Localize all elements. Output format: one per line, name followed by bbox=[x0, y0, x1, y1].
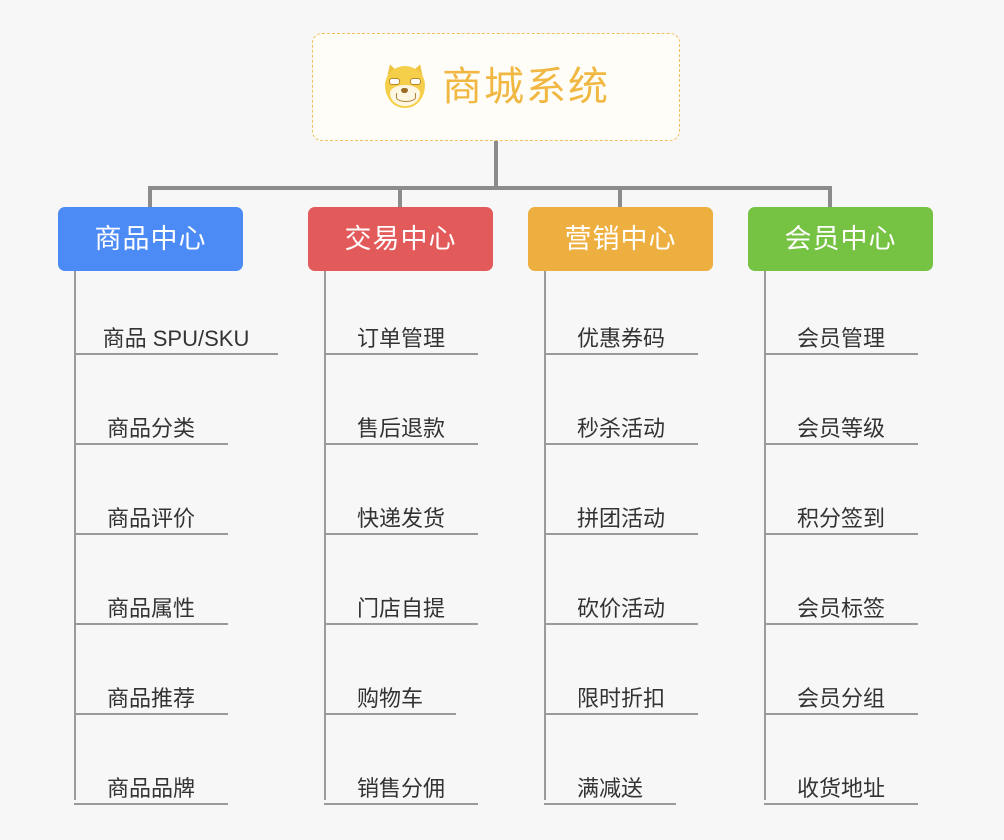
leaf-item[interactable]: 会员等级 bbox=[764, 415, 918, 445]
leaf-item-label: 快递发货 bbox=[356, 506, 445, 531]
leaf-item[interactable]: 快递发货 bbox=[324, 505, 478, 535]
leaf-item-label: 积分签到 bbox=[796, 506, 885, 531]
connector-drop-1 bbox=[148, 186, 152, 207]
connector-drop-3 bbox=[618, 186, 622, 207]
dog-nose-icon bbox=[401, 88, 408, 93]
leaf-item-label: 商品分类 bbox=[106, 416, 195, 441]
leaf-item[interactable]: 销售分佣 bbox=[324, 775, 478, 805]
leaf-item[interactable]: 秒杀活动 bbox=[544, 415, 698, 445]
leaf-item[interactable]: 订单管理 bbox=[324, 325, 478, 355]
leaf-item[interactable]: 会员管理 bbox=[764, 325, 918, 355]
leaf-item-label: 优惠券码 bbox=[576, 326, 665, 351]
leaf-item-label: 销售分佣 bbox=[356, 776, 445, 801]
leaf-item[interactable]: 会员分组 bbox=[764, 685, 918, 715]
leaf-item-label: 拼团活动 bbox=[576, 506, 665, 531]
leaf-item-label: 满减送 bbox=[576, 776, 643, 801]
leaf-item[interactable]: 门店自提 bbox=[324, 595, 478, 625]
leaf-item-label: 门店自提 bbox=[356, 596, 445, 621]
leaf-item-label: 会员管理 bbox=[796, 326, 885, 351]
dog-eye-right-icon bbox=[410, 78, 421, 85]
leaf-item-label: 限时折扣 bbox=[576, 686, 665, 711]
leaf-item[interactable]: 积分签到 bbox=[764, 505, 918, 535]
leaf-item[interactable]: 拼团活动 bbox=[544, 505, 698, 535]
leaf-item-label: 会员等级 bbox=[796, 416, 885, 441]
leaf-item-label: 商品品牌 bbox=[106, 776, 195, 801]
leaf-item[interactable]: 商品品牌 bbox=[74, 775, 228, 805]
leaf-spine bbox=[74, 271, 76, 800]
leaf-item[interactable]: 商品 SPU/SKU bbox=[74, 325, 278, 355]
dog-eye-left-icon bbox=[389, 78, 400, 85]
leaf-item[interactable]: 优惠券码 bbox=[544, 325, 698, 355]
leaf-item[interactable]: 商品属性 bbox=[74, 595, 228, 625]
leaf-item[interactable]: 砍价活动 bbox=[544, 595, 698, 625]
leaf-item[interactable]: 商品分类 bbox=[74, 415, 228, 445]
category-box-marketing[interactable]: 营销中心 bbox=[528, 207, 713, 271]
leaf-spine bbox=[764, 271, 766, 800]
leaf-item[interactable]: 商品评价 bbox=[74, 505, 228, 535]
root-node-mall-system[interactable]: 商城系统 bbox=[312, 33, 680, 141]
leaf-item-label: 购物车 bbox=[356, 686, 423, 711]
leaf-item[interactable]: 收货地址 bbox=[764, 775, 918, 805]
leaf-spine bbox=[544, 271, 546, 800]
leaf-item-label: 商品属性 bbox=[106, 596, 195, 621]
leaf-item[interactable]: 购物车 bbox=[324, 685, 456, 715]
category-label: 交易中心 bbox=[344, 223, 457, 254]
connector-root-stem bbox=[494, 141, 498, 186]
leaf-spine bbox=[324, 271, 326, 800]
leaf-item-label: 商品推荐 bbox=[106, 686, 195, 711]
leaf-item-label: 商品 SPU/SKU bbox=[102, 326, 250, 351]
leaf-item[interactable]: 会员标签 bbox=[764, 595, 918, 625]
leaf-item-label: 会员标签 bbox=[796, 596, 885, 621]
leaf-item[interactable]: 满减送 bbox=[544, 775, 676, 805]
category-box-trade[interactable]: 交易中心 bbox=[308, 207, 493, 271]
leaf-item-label: 秒杀活动 bbox=[576, 416, 665, 441]
category-label: 商品中心 bbox=[94, 223, 207, 254]
category-label: 会员中心 bbox=[784, 223, 897, 254]
leaf-item[interactable]: 商品推荐 bbox=[74, 685, 228, 715]
leaf-item-label: 售后退款 bbox=[356, 416, 445, 441]
leaf-item-label: 商品评价 bbox=[106, 506, 195, 531]
leaf-item[interactable]: 售后退款 bbox=[324, 415, 478, 445]
dog-face-emoji bbox=[382, 61, 428, 110]
category-box-product[interactable]: 商品中心 bbox=[58, 207, 243, 271]
leaf-item-label: 会员分组 bbox=[796, 686, 885, 711]
leaf-item[interactable]: 限时折扣 bbox=[544, 685, 698, 715]
connector-drop-4 bbox=[828, 186, 832, 207]
leaf-item-label: 砍价活动 bbox=[576, 596, 665, 621]
leaf-item-label: 收货地址 bbox=[796, 776, 885, 801]
leaf-item-label: 订单管理 bbox=[356, 326, 445, 351]
dog-mouth-icon bbox=[396, 93, 416, 102]
connector-horizontal-bar bbox=[148, 186, 832, 190]
connector-drop-2 bbox=[398, 186, 402, 207]
category-box-member[interactable]: 会员中心 bbox=[748, 207, 933, 271]
category-label: 营销中心 bbox=[564, 223, 677, 254]
root-node-label: 商城系统 bbox=[442, 65, 610, 109]
